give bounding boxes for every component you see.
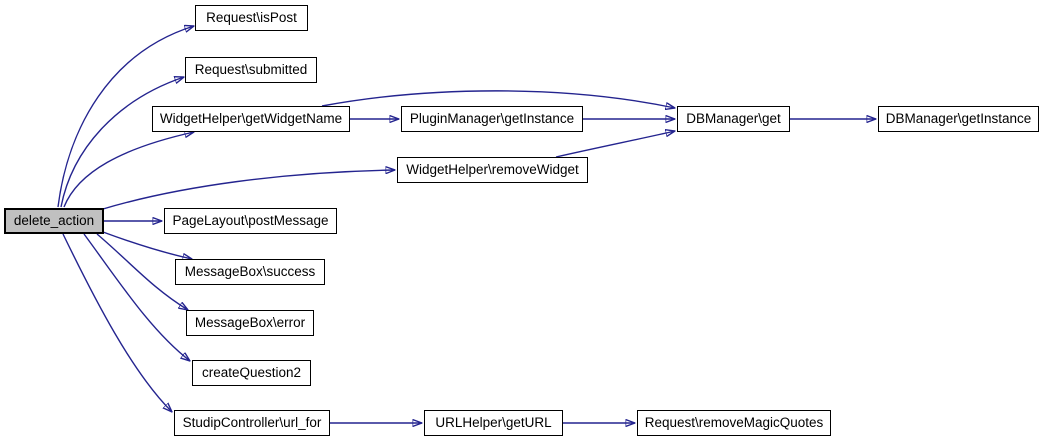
node-studipcontroller-url-for[interactable]: StudipController\url_for xyxy=(174,410,330,436)
edge-delete-action-to-createquestion2 xyxy=(83,233,190,361)
edge-getwidgetname-to-dbmanager-get xyxy=(321,90,675,108)
node-delete-action: delete_action xyxy=(4,208,104,234)
node-request-submitted[interactable]: Request\submitted xyxy=(185,57,317,83)
node-pluginmanager-getinstance[interactable]: PluginManager\getInstance xyxy=(401,106,583,132)
edge-delete-action-to-studipcontroller-url-for xyxy=(62,233,172,412)
edge-delete-action-to-widgethelper-removewidget xyxy=(102,170,395,210)
node-createquestion2[interactable]: createQuestion2 xyxy=(192,360,311,386)
edge-removewidget-to-dbmanager-get xyxy=(555,131,675,158)
node-messagebox-error[interactable]: MessageBox\error xyxy=(186,310,314,336)
node-dbmanager-get[interactable]: DBManager\get xyxy=(677,106,790,132)
edge-delete-action-to-widgethelper-getwidgetname xyxy=(63,132,194,208)
node-urlhelper-geturl[interactable]: URLHelper\getURL xyxy=(424,410,563,436)
edge-delete-action-to-messagebox-success xyxy=(102,231,192,259)
node-widgethelper-removewidget[interactable]: WidgetHelper\removeWidget xyxy=(397,157,588,183)
node-request-ispost[interactable]: Request\isPost xyxy=(195,5,308,31)
node-request-removemagicquotes[interactable]: Request\removeMagicQuotes xyxy=(637,410,831,436)
edge-delete-action-to-request-ispost xyxy=(57,26,194,208)
edge-delete-action-to-request-submitted xyxy=(60,77,184,208)
node-widgethelper-getwidgetname[interactable]: WidgetHelper\getWidgetName xyxy=(152,106,350,132)
node-dbmanager-getinstance[interactable]: DBManager\getInstance xyxy=(878,106,1039,132)
edge-delete-action-to-messagebox-error xyxy=(96,233,188,310)
node-pagelayout-postmessage[interactable]: PageLayout\postMessage xyxy=(164,208,337,234)
node-messagebox-success[interactable]: MessageBox\success xyxy=(175,259,325,285)
